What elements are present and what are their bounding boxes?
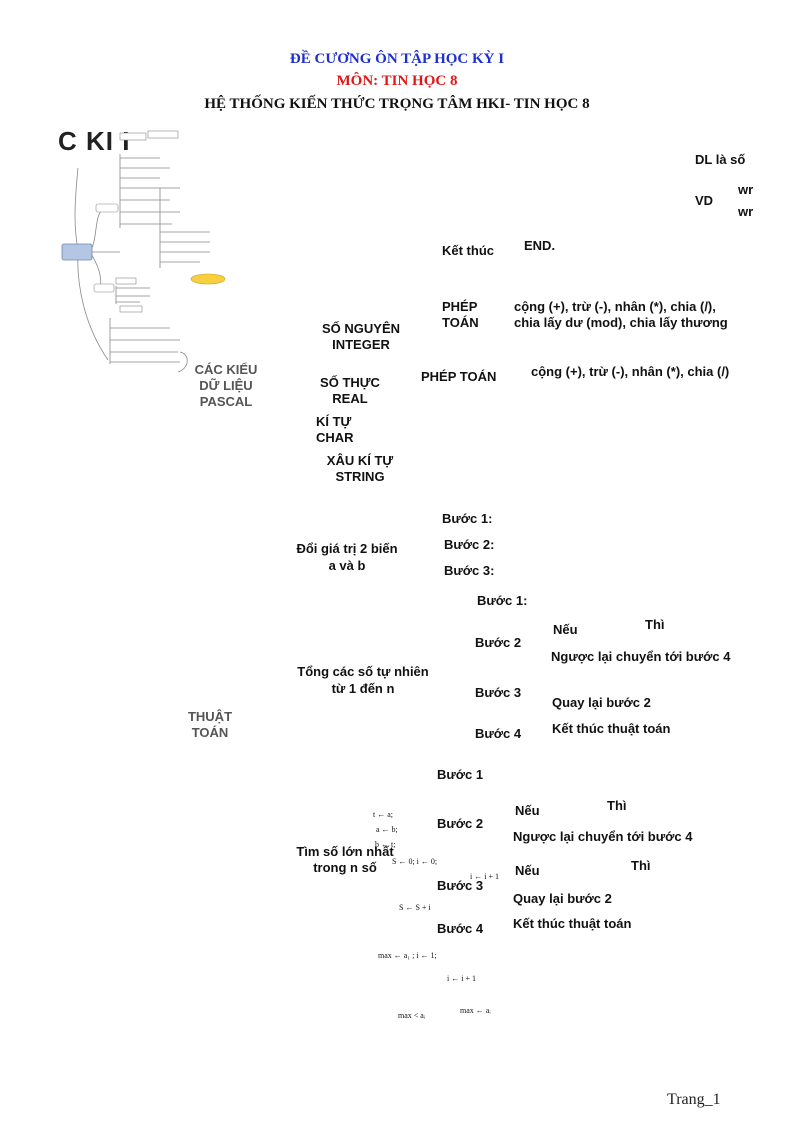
swap-step2: Bước 2: [444, 537, 495, 552]
string-type: XÂU KÍ TỰ STRING [306, 453, 414, 485]
char-line2: CHAR [316, 430, 354, 445]
max-title-line2: trong n số [313, 860, 377, 875]
formula-max-compare: max < aᵢ [398, 1011, 426, 1020]
integer-type: SỐ NGUYÊN INTEGER [306, 321, 416, 353]
sum-if-label: Nếu [553, 622, 578, 637]
sum-step1: Bước 1: [477, 593, 528, 608]
mindmap-thumbnail [61, 130, 226, 373]
max-step4: Bước 4 [437, 921, 484, 936]
integer-ops: cộng (+), trừ (-), nhân (*), chia (/), c… [514, 299, 728, 331]
max-end-text: Kết thúc thuật toán [513, 916, 632, 931]
formula-swap-1: t ← a; [373, 810, 393, 819]
data-types-line1: CÁC KIỂU [194, 362, 258, 377]
max-back-text: Quay lại bước 2 [513, 891, 612, 906]
string-line2: STRING [335, 469, 385, 484]
max-else-text: Ngược lại chuyển tới bước 4 [513, 829, 693, 844]
max-title: Tìm số lớn nhất trong n số [282, 844, 408, 876]
data-types-line3: PASCAL [199, 394, 253, 409]
max-step2: Bước 2 [437, 816, 484, 831]
algorithms-line2: TOÁN [191, 725, 229, 740]
sum-step3: Bước 3 [475, 685, 522, 700]
wr-text-2: wr [738, 204, 754, 219]
int-ops-line2: chia lấy dư (mod), chia lấy thương [514, 315, 728, 330]
formula-max-init: max ← a₁ ; i ← 1; [378, 951, 437, 960]
sum-title: Tổng các số tự nhiên từ 1 đến n [283, 663, 443, 697]
sum-step4: Bước 4 [475, 726, 522, 741]
document-subject: MÔN: TIN HỌC 8 [336, 73, 458, 89]
max-step3: Bước 3 [437, 878, 484, 893]
phep-toan-line1: PHÉP [442, 299, 478, 314]
sum-title-line2: từ 1 đến n [331, 681, 395, 696]
max-if-label: Nếu [515, 803, 540, 818]
ket-thuc-label: Kết thúc [442, 243, 494, 258]
end-keyword: END. [524, 238, 556, 253]
real-ops-label: PHÉP TOÁN [421, 369, 497, 384]
swap-title: Đổi giá trị 2 biến a và b [282, 540, 412, 574]
real-line1: SỐ THỰC [320, 375, 380, 390]
swap-step3: Bước 3: [444, 563, 495, 578]
integer-ops-label: PHÉP TOÁN [442, 299, 479, 331]
max-if-label-2: Nếu [515, 863, 540, 878]
algorithms-label: THUẬT TOÁN [170, 709, 250, 741]
phep-toan-line2: TOÁN [442, 315, 479, 330]
sum-title-line1: Tổng các số tự nhiên [297, 664, 429, 679]
page-number: Trang_1 [667, 1091, 721, 1108]
formula-max-inc: i ← i + 1 [447, 974, 476, 983]
swap-step1: Bước 1: [442, 511, 493, 526]
formula-swap-3: b ← t; [375, 840, 396, 849]
real-type: SỐ THỰC REAL [300, 375, 400, 407]
sum-back-text: Quay lại bước 2 [552, 695, 651, 710]
string-line1: XÂU KÍ TỰ [326, 453, 394, 468]
swap-title-line1: Đổi giá trị 2 biến [296, 541, 398, 556]
algorithms-line1: THUẬT [187, 709, 233, 724]
vd-label: VD [695, 193, 714, 208]
mindmap-partial-title: C KI I [58, 126, 131, 156]
sum-else-text: Ngược lại chuyển tới bước 4 [551, 649, 731, 664]
max-title-line1: Tìm số lớn nhất [296, 844, 394, 859]
char-line1: KÍ TỰ [316, 414, 352, 429]
max-step1: Bước 1 [437, 767, 484, 782]
wr-text-1: wr [738, 182, 754, 197]
swap-title-line2: a và b [328, 558, 366, 573]
char-type: KÍ TỰ CHAR [316, 414, 354, 446]
formula-sum-inc: i ← i + 1 [470, 872, 499, 881]
max-then-label-2: Thì [631, 858, 651, 873]
real-line2: REAL [332, 391, 368, 406]
sum-step2: Bước 2 [475, 635, 522, 650]
document-title: ĐỀ CƯƠNG ÔN TẬP HỌC KỲ I [289, 51, 505, 67]
integer-line1: SỐ NGUYÊN [321, 321, 400, 336]
data-types-line2: DỮ LIỆU [199, 378, 253, 393]
formula-sum-init: S ← 0; i ← 0; [392, 857, 438, 866]
integer-line2: INTEGER [332, 337, 390, 352]
formula-swap-2: a ← b; [376, 825, 398, 834]
dl-la-so-text: DL là số [695, 152, 746, 167]
formula-max-assign: max ← aᵢ [460, 1006, 491, 1015]
int-ops-line1: cộng (+), trừ (-), nhân (*), chia (/), [514, 299, 716, 314]
max-then-label: Thì [607, 798, 627, 813]
sum-then-label: Thì [645, 617, 665, 632]
sum-end-text: Kết thúc thuật toán [552, 721, 671, 736]
formula-sum-add: S ← S + i [399, 903, 431, 912]
document-heading: HỆ THỐNG KIẾN THỨC TRỌNG TÂM HKI- TIN HỌ… [204, 96, 590, 112]
real-ops: cộng (+), trừ (-), nhân (*), chia (/) [531, 364, 730, 379]
data-types-label: CÁC KIỂU DỮ LIỆU PASCAL [176, 362, 276, 410]
